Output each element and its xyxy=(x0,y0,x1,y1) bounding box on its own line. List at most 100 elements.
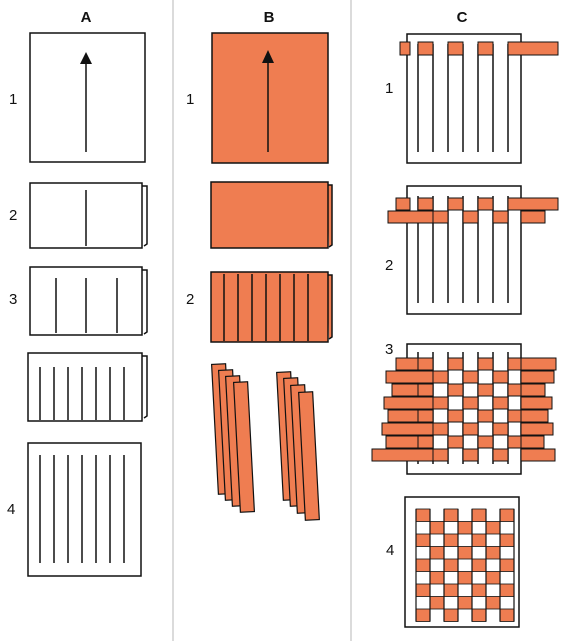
weave-cell xyxy=(458,547,472,560)
weft-segment xyxy=(521,397,552,409)
b-folded-orange-paper xyxy=(211,182,332,248)
step-label-a1: 1 xyxy=(9,91,17,108)
weft-segment xyxy=(384,397,433,409)
weft-segment xyxy=(463,397,478,409)
weft-segment xyxy=(418,358,433,370)
weft-strip-1 xyxy=(400,42,558,55)
weave-cell xyxy=(486,597,500,610)
weft-segment xyxy=(386,371,433,383)
weave-cell xyxy=(416,534,430,547)
weave-cell xyxy=(472,509,486,522)
weft-segment xyxy=(433,423,448,435)
step-label-b1: 1 xyxy=(186,91,194,108)
a-folded-paper-with-many-cuts xyxy=(28,353,147,421)
weft-segment xyxy=(521,371,554,383)
step-label-c4: 4 xyxy=(386,542,394,559)
weave-cell xyxy=(500,584,514,597)
b2-folded-orange-paper-cut-into-strips xyxy=(211,272,332,342)
b-loose-orange-strips-right xyxy=(277,372,320,521)
b1-orange-paper-with-fold-arrow xyxy=(212,33,328,163)
weft-segment xyxy=(388,410,418,422)
weft-segment xyxy=(386,436,418,448)
weft-segment xyxy=(478,358,493,370)
weft-segment xyxy=(448,384,463,396)
weft-segment xyxy=(463,371,478,383)
weft-segment xyxy=(433,449,448,461)
column-header-b: B xyxy=(264,9,275,26)
a3-folded-paper-with-three-cuts xyxy=(30,267,147,335)
weave-cell xyxy=(472,534,486,547)
weft-segment xyxy=(521,436,544,448)
weft-segment xyxy=(521,423,553,435)
column-header-c: C xyxy=(457,9,468,26)
weft-segment xyxy=(478,436,493,448)
step-label-c1: 1 xyxy=(385,80,393,97)
weave-cell xyxy=(472,559,486,572)
weave-cell xyxy=(416,509,430,522)
weft-segment xyxy=(521,410,548,422)
weft-segment xyxy=(521,358,556,370)
b-loose-orange-strips-left xyxy=(212,364,255,513)
weave-cell xyxy=(430,547,444,560)
weft-segment xyxy=(433,397,448,409)
weft-segment xyxy=(463,449,478,461)
weft-segment xyxy=(478,384,493,396)
weft-segment xyxy=(463,423,478,435)
weave-cell xyxy=(416,559,430,572)
weave-cell xyxy=(472,584,486,597)
c4-finished-weave xyxy=(405,497,519,627)
weave-cell xyxy=(486,547,500,560)
column-header-a: A xyxy=(81,9,92,26)
weft-segment xyxy=(433,371,448,383)
weft-segment xyxy=(418,410,433,422)
weft-segment xyxy=(372,449,433,461)
weave-cell xyxy=(458,572,472,585)
weave-cell xyxy=(430,597,444,610)
weft-segment xyxy=(448,358,463,370)
weave-cell xyxy=(444,609,458,622)
weave-cell xyxy=(500,559,514,572)
weft-segment xyxy=(418,384,433,396)
step-label-c2: 2 xyxy=(385,257,393,274)
weft-segment xyxy=(418,436,433,448)
weft-segment xyxy=(508,410,521,422)
weave-cell xyxy=(444,559,458,572)
weft-segment xyxy=(448,410,463,422)
weave-cell xyxy=(416,584,430,597)
weave-cell xyxy=(444,534,458,547)
step-label-a2: 2 xyxy=(9,207,17,224)
weft-segment xyxy=(508,436,521,448)
weave-cell xyxy=(430,572,444,585)
weft-segment xyxy=(521,384,545,396)
weft-segment xyxy=(382,423,433,435)
weave-cell xyxy=(500,509,514,522)
a1-paper-with-fold-arrow xyxy=(30,33,145,162)
weft-segment xyxy=(493,449,508,461)
step-label-a3: 3 xyxy=(9,291,17,308)
weave-cell xyxy=(500,534,514,547)
c2-weaving-two-strips xyxy=(388,186,558,314)
weave-cell xyxy=(430,522,444,535)
step-label-b2: 2 xyxy=(186,291,194,308)
c1-weaving-first-strip xyxy=(400,34,558,163)
weave-cell xyxy=(444,509,458,522)
weft-segment xyxy=(508,358,521,370)
weft-segment xyxy=(478,410,493,422)
weft-segment xyxy=(396,358,418,370)
c3-weaving-many-strips xyxy=(372,344,556,474)
weft-segment xyxy=(493,397,508,409)
weave-cell xyxy=(416,609,430,622)
weave-cell xyxy=(458,522,472,535)
weave-cell xyxy=(486,572,500,585)
weft-segment xyxy=(508,384,521,396)
weft-segment xyxy=(521,449,555,461)
weave-cell xyxy=(458,597,472,610)
weft-strip-2 xyxy=(388,211,545,223)
weft-segment xyxy=(493,371,508,383)
step-label-a4: 4 xyxy=(7,501,15,518)
weave-cell xyxy=(472,609,486,622)
step-label-c3: 3 xyxy=(385,341,393,358)
a2-folded-paper-with-cut xyxy=(30,183,147,248)
weft-segment xyxy=(493,423,508,435)
